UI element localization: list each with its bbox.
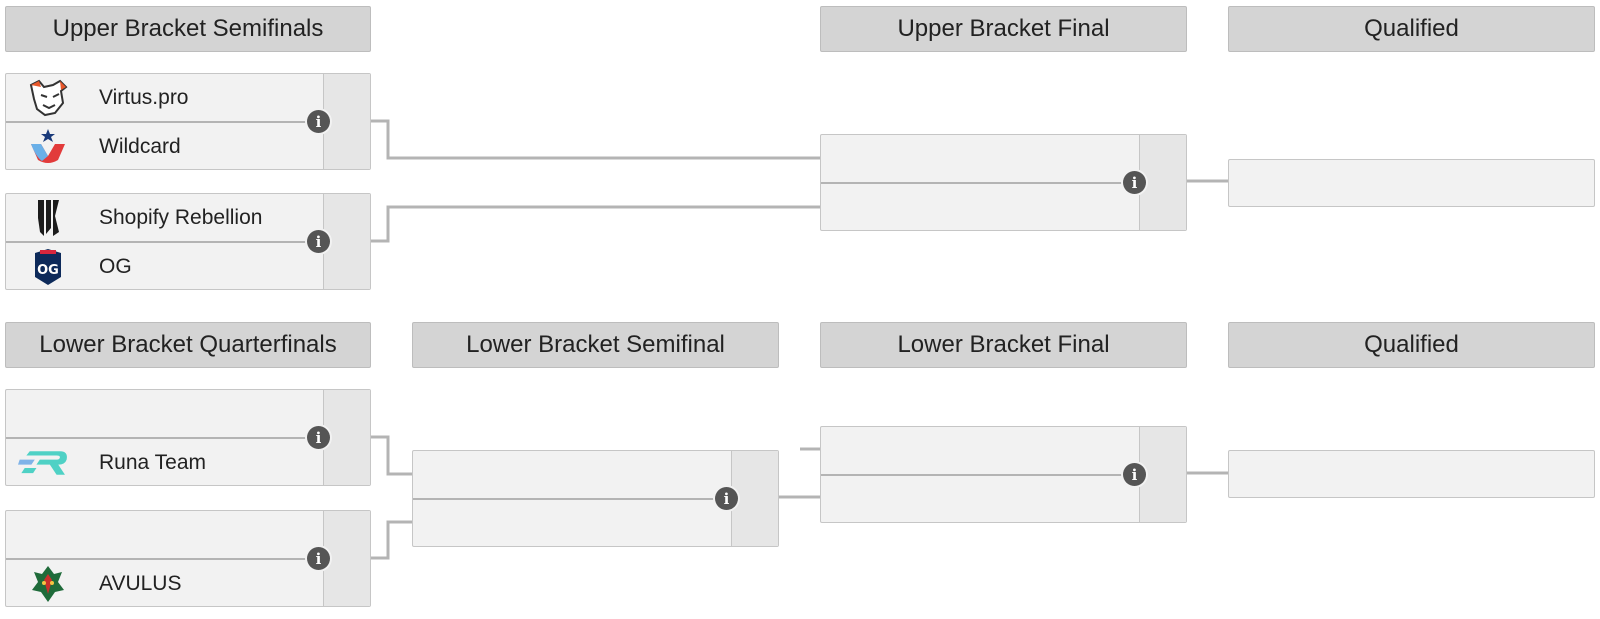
header-upper-qualified: Qualified <box>1228 6 1595 52</box>
og-logo: OG <box>26 247 70 287</box>
team-name: Runa Team <box>99 451 207 474</box>
avulus-logo <box>26 564 70 604</box>
slot-divider <box>821 182 1141 184</box>
score-column <box>1139 135 1186 230</box>
team-slot-empty[interactable] <box>821 184 1141 232</box>
qualified-slot-upper[interactable] <box>1228 159 1595 207</box>
info-icon[interactable]: i <box>307 110 330 133</box>
team-slot-empty[interactable] <box>821 427 1141 475</box>
qualified-slot-lower[interactable] <box>1228 450 1595 498</box>
score-column <box>731 451 778 546</box>
team-slot-virtus-pro[interactable]: Virtus.pro <box>6 74 326 122</box>
header-upper-bracket-final: Upper Bracket Final <box>820 6 1187 52</box>
team-slot-og[interactable]: OG OG <box>6 243 326 291</box>
header-lower-bracket-quarterfinals: Lower Bracket Quarterfinals <box>5 322 371 368</box>
score-column <box>323 194 370 289</box>
slot-divider <box>6 437 326 439</box>
runa-team-logo <box>18 443 70 483</box>
header-lower-bracket-final: Lower Bracket Final <box>820 322 1187 368</box>
team-slot-avulus[interactable]: AVULUS <box>6 560 326 608</box>
score-column <box>323 511 370 606</box>
score-column <box>323 390 370 485</box>
header-lower-qualified: Qualified <box>1228 322 1595 368</box>
match-lower-quarterfinal-2[interactable]: AVULUS i <box>5 510 371 607</box>
score-column <box>323 74 370 169</box>
wildcard-logo <box>26 127 70 167</box>
team-slot-empty[interactable] <box>821 476 1141 524</box>
shopify-rebellion-logo <box>26 198 70 238</box>
info-icon[interactable]: i <box>307 230 330 253</box>
match-upper-semifinal-1[interactable]: Virtus.pro Wildcard i <box>5 73 371 170</box>
info-icon[interactable]: i <box>1123 463 1146 486</box>
team-name: AVULUS <box>99 572 182 595</box>
team-slot-shopify-rebellion[interactable]: Shopify Rebellion <box>6 194 326 242</box>
slot-divider <box>413 498 733 500</box>
info-icon[interactable]: i <box>715 487 738 510</box>
team-name: Virtus.pro <box>99 86 189 109</box>
team-name: Shopify Rebellion <box>99 206 263 229</box>
info-icon[interactable]: i <box>1123 171 1146 194</box>
score-column <box>1139 427 1186 522</box>
info-icon[interactable]: i <box>307 426 330 449</box>
match-lower-bracket-semifinal[interactable]: i <box>412 450 779 547</box>
slot-divider <box>6 241 326 243</box>
team-slot-empty[interactable] <box>413 451 733 499</box>
team-slot-empty[interactable] <box>6 390 326 438</box>
match-lower-quarterfinal-1[interactable]: Runa Team i <box>5 389 371 486</box>
slot-divider <box>6 121 326 123</box>
team-slot-empty[interactable] <box>413 500 733 548</box>
team-name: OG <box>99 255 132 278</box>
virtus-pro-logo <box>26 78 70 118</box>
slot-divider <box>821 474 1141 476</box>
team-slot-runa-team[interactable]: Runa Team <box>6 439 326 487</box>
team-slot-wildcard[interactable]: Wildcard <box>6 123 326 171</box>
header-lower-bracket-semifinal: Lower Bracket Semifinal <box>412 322 779 368</box>
header-upper-bracket-semifinals: Upper Bracket Semifinals <box>5 6 371 52</box>
match-upper-bracket-final[interactable]: i <box>820 134 1187 231</box>
slot-divider <box>6 558 326 560</box>
match-lower-bracket-final[interactable]: i <box>820 426 1187 523</box>
team-name: Wildcard <box>99 135 181 158</box>
info-icon[interactable]: i <box>307 547 330 570</box>
team-slot-empty[interactable] <box>821 135 1141 183</box>
match-upper-semifinal-2[interactable]: Shopify Rebellion OG OG i <box>5 193 371 290</box>
team-slot-empty[interactable] <box>6 511 326 559</box>
svg-text:OG: OG <box>37 263 59 278</box>
